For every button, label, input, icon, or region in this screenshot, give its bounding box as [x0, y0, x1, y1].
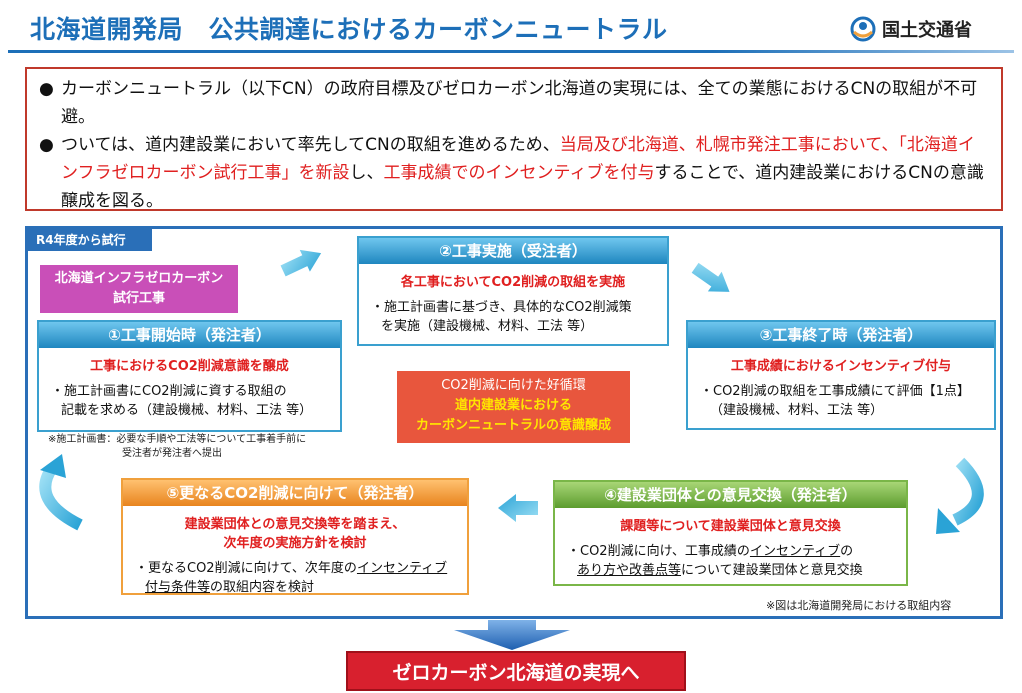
cycle-diagram-frame — [25, 226, 1003, 619]
step-5-highlight: 建設業団体との意見交換等を踏まえ、 次年度の実施方針を検討 — [123, 513, 467, 551]
construction-plan-note-line-1: ※施工計画書：必要な手順や工法等について工事着手前に — [48, 434, 307, 445]
step-5-body-line-1: ・更なるCO2削減に向けて、次年度のインセンティブ — [135, 559, 455, 578]
step-4-body-underline-1: インセンティブ — [749, 544, 841, 559]
trial-tag: R4年度から試行 — [28, 229, 152, 251]
step-5-body-underline-2: 付与条件等 — [145, 580, 211, 595]
step-4-title: ④建設業団体との意見交換（発注者） — [555, 482, 906, 508]
mlit-logo-icon — [850, 16, 876, 42]
page-title: 北海道開発局 公共調達におけるカーボンニュートラル — [30, 15, 668, 44]
step-5-box: ⑤更なるCO2削減に向けて（発注者） 建設業団体との意見交換等を踏まえ、 次年度… — [121, 478, 469, 595]
summary-text-2c: し、 — [349, 163, 384, 183]
step-4-highlight: 課題等について建設業団体と意見交換 — [620, 519, 841, 534]
arrow-right-down-icon — [691, 262, 730, 292]
step-3-highlight: 工事成績におけるインセンティブ付与 — [730, 359, 952, 374]
trial-project-label: 北海道インフラゼロカーボン 試行工事 — [40, 265, 238, 313]
summary-emphasis-2: 工事成績でのインセンティブを付与 — [383, 163, 655, 183]
construction-plan-note: ※施工計画書：必要な手順や工法等について工事着手前に 受注者が発注者へ提出 — [48, 433, 306, 461]
step-2-box: ②工事実施（受注者） 各工事においてCO2削減の取組を実施 ・施工計画書に基づき… — [357, 236, 669, 346]
virtuous-cycle-line-3: カーボンニュートラルの意識醸成 — [415, 418, 611, 433]
step-3-body-line-2: （建設機械、材料、工法 等） — [710, 403, 884, 418]
step-5-body-text-1: ・更なるCO2削減に向けて、次年度の — [135, 561, 357, 576]
step-1-body: ・施工計画書にCO2削減に資する取組の 記載を求める（建設機械、材料、工法 等） — [39, 382, 340, 420]
step-1-highlight: 工事におけるCO2削減意識を醸成 — [90, 359, 289, 374]
curved-arrow-down-icon — [936, 457, 984, 534]
arrow-left-icon — [498, 494, 538, 522]
curved-arrow-up-icon — [39, 454, 83, 531]
step-5-body-text-2: の取組内容を検討 — [210, 580, 315, 595]
step-2-body-line-2: を実施（建設機械、材料、工法 等） — [381, 319, 594, 334]
step-3-title: ③工事終了時（発注者） — [688, 322, 994, 348]
summary-paragraph-1: ● カーボンニュートラル（以下CN）の政府目標及びゼロカーボン北海道の実現には、全… — [39, 75, 989, 131]
step-2-body: ・施工計画書に基づき、具体的なCO2削減策 を実施（建設機械、材料、工法 等） — [359, 298, 667, 336]
construction-plan-note-line-2: 受注者が発注者へ提出 — [122, 448, 222, 459]
step-3-body: ・CO2削減の取組を工事成績にて評価【1点】 （建設機械、材料、工法 等） — [688, 382, 994, 420]
summary-text-1: カーボンニュートラル（以下CN）の政府目標及びゼロカーボン北海道の実現には、全て… — [61, 79, 978, 127]
step-5-title: ⑤更なるCO2削減に向けて（発注者） — [123, 480, 467, 506]
bullet: ● — [39, 79, 54, 99]
summary-text-2a: ついては、道内建設業において率先してCNの取組を進めるため、 — [61, 135, 560, 155]
virtuous-cycle-box: CO2削減に向けた好循環 道内建設業における カーボンニュートラルの意識醸成 — [397, 371, 630, 443]
step-4-body-line-2: あり方や改善点等について建設業団体と意見交換 — [567, 561, 894, 580]
trial-project-line-2: 試行工事 — [112, 291, 165, 306]
arrow-right-up-icon — [280, 249, 322, 277]
step-5-body: ・更なるCO2削減に向けて、次年度のインセンティブ 付与条件等の取組内容を検討 — [123, 559, 467, 597]
step-2-body-line-1: ・施工計画書に基づき、具体的なCO2削減策 — [371, 300, 632, 315]
step-5-highlight-line-1: 建設業団体との意見交換等を踏まえ、 — [184, 517, 406, 532]
bullet: ● — [39, 135, 54, 155]
figure-note: ※図は北海道開発局における取組内容 — [766, 599, 952, 612]
step-2-highlight: 各工事においてCO2削減の取組を実施 — [400, 275, 626, 290]
ministry-logo: 国土交通省 — [850, 16, 972, 42]
step-4-body-text-1a: ・CO2削減に向け、工事成績の — [567, 544, 750, 559]
step-5-highlight-line-2: 次年度の実施方針を検討 — [223, 536, 367, 551]
step-4-body-underline-2: あり方や改善点等 — [577, 563, 682, 578]
step-3-box: ③工事終了時（発注者） 工事成績におけるインセンティブ付与 ・CO2削減の取組を… — [686, 320, 996, 430]
step-4-body: ・CO2削減に向け、工事成績のインセンティブの あり方や改善点等について建設業団… — [555, 542, 906, 580]
summary-box: ● カーボンニュートラル（以下CN）の政府目標及びゼロカーボン北海道の実現には、全… — [25, 67, 1003, 211]
step-5-body-line-2: 付与条件等の取組内容を検討 — [135, 578, 455, 597]
title-underline — [8, 50, 1014, 53]
step-4-body-text-1b: の — [840, 544, 854, 559]
virtuous-cycle-line-2: 道内建設業における — [454, 398, 572, 413]
final-goal-banner: ゼロカーボン北海道の実現へ — [346, 651, 686, 691]
step-1-body-line-2: 記載を求める（建設機械、材料、工法 等） — [61, 403, 313, 418]
step-3-body-line-1: ・CO2削減の取組を工事成績にて評価【1点】 — [700, 384, 970, 399]
step-4-box: ④建設業団体との意見交換（発注者） 課題等について建設業団体と意見交換 ・CO2… — [553, 480, 908, 586]
step-4-body-text-2: について建設業団体と意見交換 — [681, 563, 863, 578]
arrow-down-icon — [454, 620, 570, 650]
trial-project-line-1: 北海道インフラゼロカーボン — [54, 271, 224, 286]
step-2-title: ②工事実施（受注者） — [359, 238, 667, 264]
virtuous-cycle-line-1: CO2削減に向けた好循環 — [441, 378, 586, 393]
step-1-body-line-1: ・施工計画書にCO2削減に資する取組の — [51, 384, 287, 399]
step-1-box: ①工事開始時（発注者） 工事におけるCO2削減意識を醸成 ・施工計画書にCO2削… — [37, 320, 342, 432]
summary-paragraph-2: ● ついては、道内建設業において率先してCNの取組を進めるため、当局及び北海道、札… — [39, 131, 989, 215]
summary-emphasis-1: 当局及び北海道、札幌市発注工事において、「北海道インフラゼロカーボン試行工事」を… — [61, 135, 975, 183]
summary-text-2e: することで、道内建設業におけるCNの意識醸成を図る。 — [61, 163, 984, 211]
step-4-body-line-1: ・CO2削減に向け、工事成績のインセンティブの — [567, 542, 894, 561]
step-5-body-underline-1: インセンティブ — [356, 561, 448, 576]
step-1-title: ①工事開始時（発注者） — [39, 322, 340, 348]
ministry-name: 国土交通省 — [882, 20, 972, 41]
